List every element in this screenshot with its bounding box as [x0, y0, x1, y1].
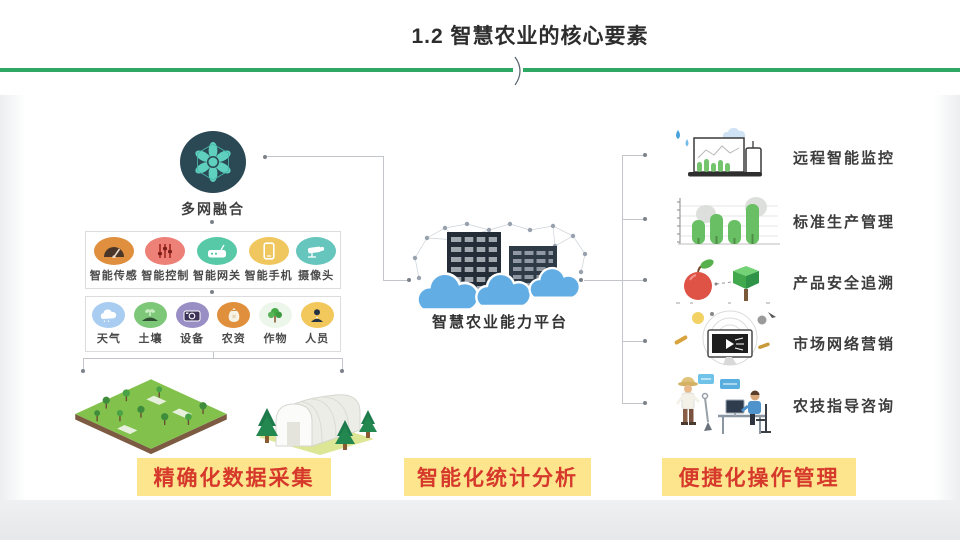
connector-dot [579, 278, 583, 282]
device-label: 智能手机 [244, 270, 293, 282]
data-label: 天气 [96, 333, 121, 345]
connector-dot [210, 220, 214, 224]
marketing-illustration [674, 310, 776, 366]
divider-curl-mark [514, 56, 521, 86]
connector-dot [81, 369, 85, 373]
multi-network-label: 多网融合 [181, 201, 245, 217]
connector-dot [643, 153, 647, 157]
soil-sprout-icon [133, 302, 167, 328]
connector-line [622, 219, 644, 220]
connector-line [622, 403, 644, 404]
data-label: 人员 [305, 333, 330, 345]
accent-divider-line [0, 68, 960, 72]
platform-illustration [412, 221, 588, 311]
connector-line [584, 280, 622, 281]
connector-dot [340, 369, 344, 373]
device-camera-icon [175, 302, 209, 328]
right-item-label: 远程智能监控 [793, 150, 896, 167]
remote-monitoring-illustration [676, 127, 762, 177]
smartphone-icon [248, 237, 289, 265]
connector-line [383, 156, 384, 280]
device-item: 智能网关 [193, 237, 241, 283]
right-item-label: 农技指导咨询 [793, 398, 896, 415]
left-edge-shade [0, 95, 26, 500]
data-item: 作物 [258, 302, 292, 346]
data-item: 人员 [300, 302, 334, 346]
data-item: 农资 [217, 302, 251, 346]
connector-dot [407, 278, 411, 282]
connector-line [622, 155, 644, 156]
caption-text: 便捷化操作管理 [678, 467, 840, 490]
cctv-camera-icon [296, 237, 337, 265]
right-edge-shade [934, 95, 960, 500]
traceability-illustration [676, 259, 770, 304]
data-item: 天气 [92, 302, 126, 346]
gateway-icon [196, 237, 237, 265]
farm-field-illustration [75, 379, 227, 455]
sliders-icon [145, 237, 186, 265]
device-item: 智能手机 [245, 237, 293, 283]
connector-line [342, 358, 343, 369]
data-label: 作物 [263, 333, 288, 345]
device-item: 智能传感 [90, 237, 138, 283]
right-item-label: 产品安全追溯 [793, 275, 896, 292]
caption-operation-management: 便捷化操作管理 [662, 458, 856, 496]
platform-label: 智慧农业能力平台 [431, 314, 568, 331]
right-item-label: 标准生产管理 [793, 214, 896, 231]
caption-text: 智能化统计分析 [417, 467, 578, 490]
caption-statistical-analysis: 智能化统计分析 [404, 458, 591, 496]
data-label: 土壤 [138, 333, 163, 345]
person-icon [300, 302, 334, 328]
connector-line [83, 358, 343, 359]
data-item: 设备 [175, 302, 209, 346]
crop-tree-icon [258, 302, 292, 328]
gauge-icon [93, 237, 134, 265]
connector-line [383, 280, 409, 281]
supply-sack-icon [217, 302, 251, 328]
consulting-illustration [675, 374, 771, 434]
data-label: 设备 [180, 333, 205, 345]
weather-cloud-icon [92, 302, 126, 328]
device-row: 智能传感 智能控制 智能网关 智能手机 摄像头 [85, 231, 341, 289]
connector-dot [643, 401, 647, 405]
right-item-label: 市场网络营销 [793, 336, 896, 353]
data-label: 农资 [221, 333, 246, 345]
footer-shadow-strip [0, 500, 960, 540]
connector-dot [643, 339, 647, 343]
production-chart-illustration [677, 197, 780, 245]
device-label: 智能控制 [141, 270, 190, 282]
connector-line [622, 155, 623, 404]
device-label: 智能传感 [89, 270, 138, 282]
connector-line [267, 156, 383, 157]
connector-dot [643, 217, 647, 221]
connector-dot [263, 155, 267, 159]
multi-network-hub [180, 131, 246, 193]
connector-line [622, 341, 644, 342]
atom-icon [195, 142, 231, 182]
page-title: 1.2 智慧农业的核心要素 [411, 25, 649, 48]
device-label: 智能网关 [192, 270, 241, 282]
device-item: 智能控制 [141, 237, 189, 283]
greenhouse-illustration [256, 394, 377, 455]
divider-gap [513, 57, 523, 83]
data-item: 土壤 [133, 302, 167, 346]
device-item: 摄像头 [296, 237, 337, 283]
connector-line [83, 358, 84, 369]
header: 1.2 智慧农业的核心要素 [0, 20, 960, 50]
connector-dot [210, 290, 214, 294]
connector-line [622, 280, 644, 281]
caption-text: 精确化数据采集 [153, 467, 315, 490]
device-label: 摄像头 [298, 270, 335, 282]
connector-dot [643, 278, 647, 282]
connector-line [213, 352, 214, 359]
data-row: 天气 土壤 设备 农资 作物 [85, 296, 341, 352]
caption-data-collection: 精确化数据采集 [137, 458, 331, 496]
